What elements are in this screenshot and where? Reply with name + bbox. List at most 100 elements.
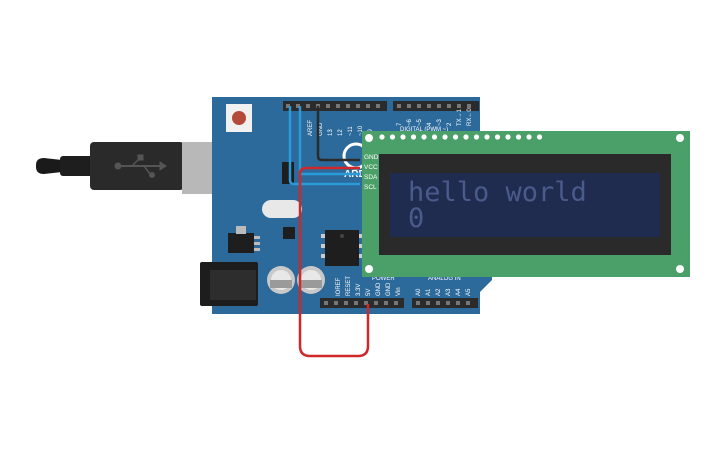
usb-cable-tip <box>36 158 62 174</box>
pin-label: 12 <box>338 129 344 136</box>
header-pin[interactable] <box>324 301 328 305</box>
i2c-pin-label: GND <box>364 154 379 161</box>
header-pin[interactable] <box>384 301 388 305</box>
header-pin[interactable] <box>296 104 300 108</box>
pin-label: ~3 <box>437 118 443 126</box>
lcd-pin <box>452 134 459 140</box>
i2c-pin-labels: GND VCC SDA SCL <box>364 154 379 191</box>
reset-button[interactable] <box>226 104 252 132</box>
header-pin[interactable] <box>407 104 411 108</box>
pin-label: 7 <box>397 122 403 126</box>
pin-label: A0 <box>416 288 422 296</box>
lcd-pin <box>389 134 396 140</box>
lcd-pin <box>515 134 522 140</box>
lcd-pin <box>400 134 406 140</box>
header-pin[interactable] <box>366 104 370 108</box>
header-pin[interactable] <box>306 104 310 108</box>
lcd-pin <box>379 134 385 140</box>
capacitor-1 <box>267 266 295 294</box>
digital-section-label: DIGITAL (PWM ~) <box>400 127 448 133</box>
header-pin[interactable] <box>426 301 430 305</box>
pin-label: RX←0 <box>467 108 473 126</box>
usb-strain-relief <box>60 156 94 176</box>
usb-icon <box>114 154 167 178</box>
header-pin[interactable] <box>447 104 451 108</box>
i2c-pin-label: SCL <box>364 184 377 191</box>
lcd-pin <box>410 134 417 140</box>
header-pin[interactable] <box>416 301 420 305</box>
pin-label: GND <box>386 282 392 296</box>
pin-label: A3 <box>446 288 452 296</box>
lcd-mount-hole <box>365 265 373 273</box>
analog-section-label: ANALOG IN <box>428 276 461 282</box>
header-pin[interactable] <box>466 301 470 305</box>
pin-label: ~6 <box>407 118 413 126</box>
pin-label: 2 <box>447 122 453 126</box>
header-pin[interactable] <box>457 104 461 108</box>
pin-label: 4 <box>427 122 433 126</box>
header-pin[interactable] <box>417 104 421 108</box>
i2c-pin-label: SDA <box>364 174 378 181</box>
header-pin[interactable] <box>467 104 471 108</box>
top-header[interactable] <box>283 101 479 111</box>
pin-label: A5 <box>466 288 472 296</box>
lcd-pin <box>431 134 438 140</box>
lcd-pin <box>526 134 532 140</box>
header-pin[interactable] <box>456 301 460 305</box>
i2c-pin-label: VCC <box>364 164 378 171</box>
header-pin[interactable] <box>334 301 338 305</box>
wire-black-gnd[interactable] <box>316 106 360 162</box>
pin-label: GND <box>376 282 382 296</box>
header-pin[interactable] <box>397 104 401 108</box>
pin-label: Vin <box>396 287 402 296</box>
header-pin[interactable] <box>286 104 290 108</box>
lcd-pin <box>473 134 480 140</box>
lcd-mount-hole <box>676 265 684 273</box>
header-pin[interactable] <box>344 301 348 305</box>
wire-red-vcc[interactable] <box>298 166 370 358</box>
lcd-screen <box>390 173 660 237</box>
pin-label: A2 <box>436 288 442 296</box>
lcd-mount-hole <box>365 134 373 142</box>
header-pin[interactable] <box>427 104 431 108</box>
pin-label: ~5 <box>417 118 423 126</box>
header-pin[interactable] <box>326 104 330 108</box>
lcd-line-2: 0 <box>408 203 424 234</box>
lcd-pin <box>463 134 469 140</box>
lcd-mount-hole <box>676 134 684 142</box>
header-pin[interactable] <box>346 104 350 108</box>
voltage-regulator <box>228 226 260 253</box>
header-pin[interactable] <box>336 104 340 108</box>
header-pin[interactable] <box>446 301 450 305</box>
header-pin[interactable] <box>364 301 368 305</box>
pin-label: AREF <box>308 120 314 136</box>
wire-blue-sda[interactable] <box>288 106 360 186</box>
header-pin[interactable] <box>376 104 380 108</box>
lcd-pin <box>505 134 511 140</box>
power-jack[interactable] <box>200 262 258 306</box>
power-section-label: POWER <box>372 276 395 282</box>
bottom-header[interactable] <box>320 298 478 308</box>
header-pin[interactable] <box>354 301 358 305</box>
lcd-pin <box>484 134 490 140</box>
pin-label: ~11 <box>348 126 354 136</box>
pin-label: ~10 <box>358 125 364 136</box>
header-pin[interactable] <box>394 301 398 305</box>
pin-label: A4 <box>456 288 462 296</box>
pin-label: 13 <box>328 129 334 136</box>
header-pin[interactable] <box>437 104 441 108</box>
pin-label: 3.3V <box>356 284 362 296</box>
lcd-pin <box>421 134 427 140</box>
small-chip <box>283 227 295 239</box>
header-pin[interactable] <box>374 301 378 305</box>
crystal-oscillator <box>262 200 302 218</box>
wires[interactable] <box>288 106 370 358</box>
header-pin[interactable] <box>436 301 440 305</box>
microcontroller-chip <box>321 230 363 266</box>
header-pin[interactable] <box>356 104 360 108</box>
pin-label: RESET <box>346 276 352 296</box>
small-chip-2 <box>282 162 294 184</box>
